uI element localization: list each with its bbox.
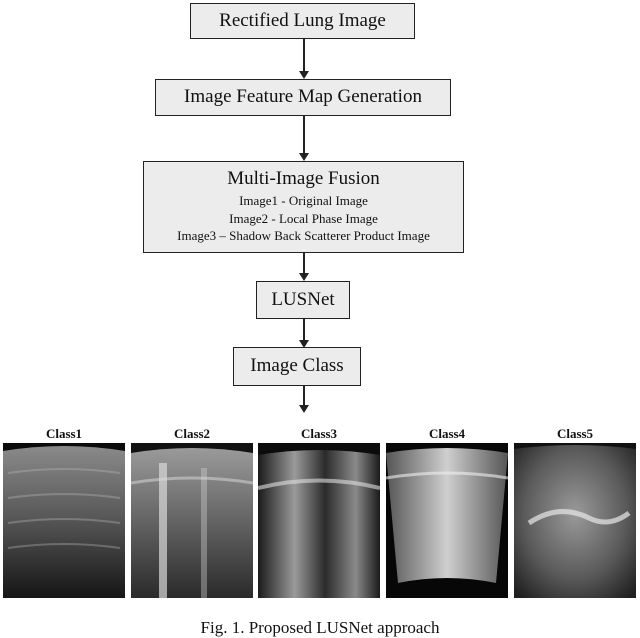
fusion-title: Multi-Image Fusion bbox=[227, 168, 380, 190]
class5-label: Class5 bbox=[556, 426, 594, 441]
arrow-1 bbox=[299, 39, 309, 79]
arrow-4 bbox=[299, 319, 309, 348]
arrow-5 bbox=[299, 386, 309, 413]
class4-label: Class4 bbox=[428, 426, 466, 441]
class4-ultrasound-image bbox=[386, 443, 508, 598]
lusnet-box: LUSNet bbox=[256, 281, 350, 319]
class1-label: Class1 bbox=[45, 426, 83, 441]
class1-ultrasound-image bbox=[3, 443, 125, 598]
fusion-line-1: Image1 - Original Image bbox=[239, 193, 368, 209]
class2-label: Class2 bbox=[173, 426, 211, 441]
rectified-lung-image-label: Rectified Lung Image bbox=[219, 9, 386, 31]
rectified-lung-image-box: Rectified Lung Image bbox=[190, 3, 415, 39]
arrow-3 bbox=[299, 253, 309, 281]
arrow-2 bbox=[299, 116, 309, 161]
class5-ultrasound-image bbox=[514, 443, 636, 598]
figure-caption: Fig. 1. Proposed LUSNet approach bbox=[200, 618, 440, 637]
fusion-line-3: Image3 – Shadow Back Scatterer Product I… bbox=[177, 228, 430, 244]
image-class-label: Image Class bbox=[250, 355, 344, 377]
class3-label: Class3 bbox=[300, 426, 338, 441]
lusnet-label: LUSNet bbox=[271, 288, 335, 310]
fusion-line-2: Image2 - Local Phase Image bbox=[229, 210, 378, 226]
image-class-box: Image Class bbox=[233, 347, 361, 386]
multi-image-fusion-box: Multi-Image Fusion Image1 - Original Ima… bbox=[143, 161, 464, 253]
class3-ultrasound-image bbox=[258, 443, 380, 598]
feature-map-box: Image Feature Map Generation bbox=[155, 79, 451, 116]
feature-map-label: Image Feature Map Generation bbox=[184, 86, 422, 108]
class2-ultrasound-image bbox=[131, 443, 253, 598]
